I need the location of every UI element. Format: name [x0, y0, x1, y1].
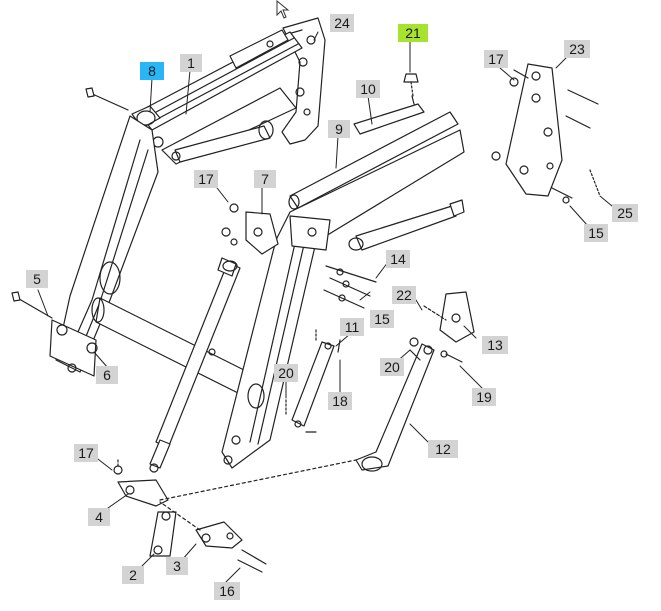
callout-2[interactable]: 2 [122, 566, 144, 584]
right-main-arm [221, 129, 465, 469]
callout-7[interactable]: 7 [254, 170, 276, 188]
callout-25[interactable]: 25 [612, 204, 638, 222]
callout-8-highlighted[interactable]: 8 [140, 62, 164, 80]
callout-9[interactable]: 9 [328, 120, 350, 138]
part-3-bracket [195, 521, 267, 573]
callout-5[interactable]: 5 [26, 270, 48, 288]
callout-15-right[interactable]: 15 [584, 224, 608, 242]
part-12-long-link [355, 343, 435, 472]
leader-lines [37, 31, 613, 583]
part-10-bar [353, 95, 425, 135]
part-1-upper-arm [137, 29, 303, 165]
callout-17-top[interactable]: 17 [484, 50, 508, 68]
callout-17-middle[interactable]: 17 [194, 170, 218, 188]
callout-24[interactable]: 24 [330, 14, 354, 32]
callout-20-right[interactable]: 20 [380, 358, 404, 376]
callout-18[interactable]: 18 [328, 392, 352, 410]
part-23-side-plate [491, 63, 601, 204]
callout-23[interactable]: 23 [564, 40, 590, 58]
part-7-bracket [221, 203, 279, 255]
callout-19[interactable]: 19 [472, 388, 496, 406]
left-main-arm [49, 115, 159, 377]
callout-21-highlighted[interactable]: 21 [398, 24, 428, 42]
part-11-link [285, 329, 341, 433]
callout-15-middle[interactable]: 15 [370, 310, 394, 328]
part-4-bracket [113, 459, 169, 507]
callout-20-middle[interactable]: 20 [274, 364, 298, 382]
callout-16[interactable]: 16 [214, 582, 240, 600]
callout-4[interactable]: 4 [88, 508, 110, 526]
part-15-bolts-middle [323, 265, 377, 309]
part-9-rail [288, 111, 459, 210]
part-24-upper-plate [281, 17, 326, 145]
callout-10[interactable]: 10 [356, 80, 380, 98]
right-cylinder [348, 199, 465, 251]
mouse-pointer-icon [276, 0, 290, 19]
part-21-nut [403, 73, 419, 97]
callout-1[interactable]: 1 [180, 54, 202, 72]
part-13-bracket [409, 291, 475, 363]
part-5-bolt [11, 291, 53, 319]
callout-22[interactable]: 22 [392, 286, 416, 304]
left-cylinder [149, 257, 241, 473]
callout-12[interactable]: 12 [428, 440, 458, 458]
callout-3[interactable]: 3 [166, 557, 188, 575]
callout-13[interactable]: 13 [482, 336, 508, 354]
callout-14[interactable]: 14 [386, 250, 410, 268]
callout-17-bottom[interactable]: 17 [74, 444, 98, 462]
callout-6[interactable]: 6 [96, 366, 118, 384]
dashed-link-line [159, 459, 357, 531]
part-8-pin [85, 87, 161, 129]
part-2-link [149, 511, 177, 557]
callout-11[interactable]: 11 [340, 318, 364, 336]
